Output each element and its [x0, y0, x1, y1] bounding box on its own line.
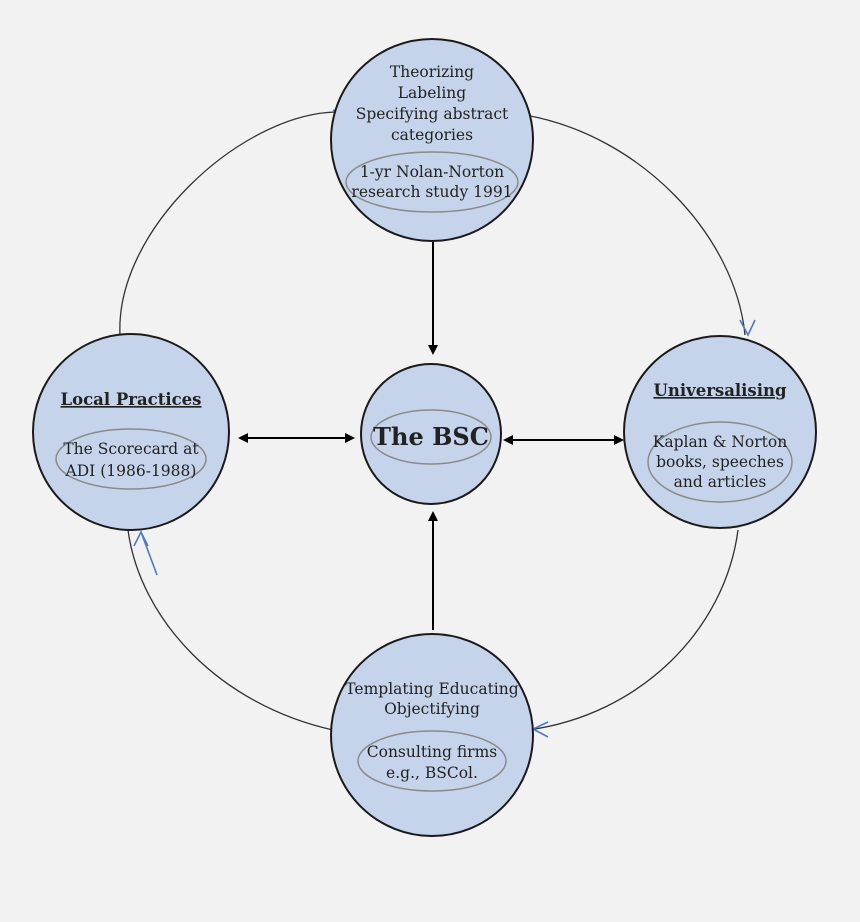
node-templating-line-1: Templating Educating — [345, 680, 518, 698]
node-local-practices-circle — [32, 333, 230, 531]
node-universalising: Universalising Kaplan & Norton books, sp… — [623, 335, 817, 529]
node-local-practices-ellipse — [55, 428, 207, 490]
chevron-down-icon — [739, 319, 756, 337]
node-the-bsc-circle — [360, 363, 502, 505]
node-theorizing-line-4: categories — [391, 126, 473, 144]
node-theorizing-line-1: Theorizing — [390, 63, 474, 81]
node-universalising-circle — [623, 335, 817, 529]
chevron-up-tail — [140, 531, 158, 576]
node-theorizing-ellipse-line-2: research study 1991 — [351, 183, 512, 201]
cycle-ring — [119, 111, 746, 731]
node-the-bsc-ellipse — [370, 409, 492, 465]
node-theorizing-ellipse — [345, 151, 519, 213]
node-universalising-title: Universalising — [653, 381, 787, 400]
node-universalising-ellipse-line-3: and articles — [674, 473, 767, 491]
node-universalising-ellipse-line-1: Kaplan & Norton — [653, 433, 787, 451]
node-the-bsc-title: The BSC — [373, 422, 489, 451]
node-templating: Templating Educating Objectifying Consul… — [330, 633, 534, 837]
node-templating-circle — [330, 633, 534, 837]
node-universalising-ellipse-line-2: books, speeches — [656, 453, 784, 471]
ring-arc-top-to-right — [524, 114, 746, 336]
node-local-practices-title: Local Practices — [61, 390, 202, 409]
node-theorizing: Theorizing Labeling Specifying abstract … — [330, 38, 534, 242]
node-templating-ellipse-line-1: Consulting firms — [367, 743, 498, 761]
node-local-practices-ellipse-line-1: The Scorecard at — [63, 440, 199, 458]
node-theorizing-circle — [330, 38, 534, 242]
connector-arrows — [238, 242, 624, 630]
ring-arc-bottom-to-left — [127, 529, 334, 731]
ring-arc-left-to-top — [119, 111, 336, 336]
node-local-practices-ellipse-line-2: ADI (1986-1988) — [65, 462, 197, 480]
node-theorizing-ellipse-line-1: 1-yr Nolan-Norton — [360, 163, 504, 181]
node-templating-ellipse-line-2: e.g., BSCol. — [386, 764, 478, 782]
node-universalising-ellipse — [647, 421, 793, 503]
node-templating-line-2: Objectifying — [384, 700, 480, 718]
node-local-practices: Local Practices The Scorecard at ADI (19… — [32, 333, 230, 531]
node-the-bsc: The BSC — [360, 363, 502, 505]
node-theorizing-line-3: Specifying abstract — [356, 105, 509, 123]
ring-arc-right-to-bottom — [527, 529, 739, 731]
node-templating-ellipse — [357, 730, 507, 792]
chevron-left-icon — [531, 721, 549, 738]
node-theorizing-line-2: Labeling — [398, 84, 467, 102]
